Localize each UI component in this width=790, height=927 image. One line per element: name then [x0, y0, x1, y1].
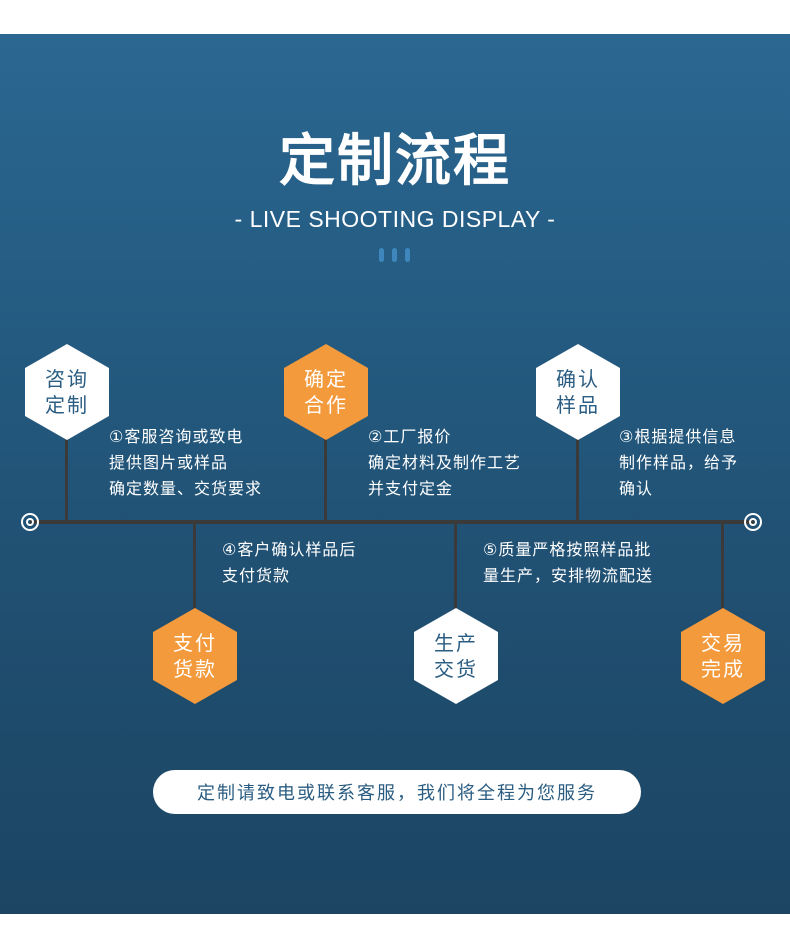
step-hex-label: 合作: [304, 393, 348, 417]
step-hex-label: 样品: [556, 393, 600, 417]
step-hex-label: 生产: [434, 631, 478, 655]
description-line: ⑤质量严格按照样品批: [483, 540, 652, 559]
step-hex-label: 交货: [434, 657, 478, 681]
connector-step-5: [454, 522, 457, 612]
timeline-end-icon: [744, 513, 762, 531]
description-line: ③根据提供信息: [619, 427, 737, 446]
step-1-description: ①客服咨询或致电 提供图片或样品 确定数量、交货要求: [109, 424, 262, 502]
description-line: ④客户确认样品后: [222, 540, 357, 559]
step-4-description: ④客户确认样品后 支付货款: [222, 537, 356, 589]
page-subtitle: - LIVE SHOOTING DISPLAY -: [234, 206, 556, 232]
connector-step-2: [324, 424, 327, 522]
dot: [392, 248, 397, 262]
process-panel: 定制流程 - LIVE SHOOTING DISPLAY - 咨询 定制 确定 …: [0, 34, 790, 914]
description-line: ①客服咨询或致电: [109, 427, 244, 446]
step-hex-label: 货款: [173, 657, 217, 681]
step-3-description: ③根据提供信息 制作样品，给予 确认: [619, 424, 738, 502]
description-line: 确定数量、交货要求: [109, 479, 263, 498]
step-5-description: ⑤质量严格按照样品批 量生产，安排物流配送: [483, 537, 653, 589]
step-hex-label: 完成: [701, 657, 745, 681]
description-line: 确认: [619, 479, 654, 498]
connector-step-4: [193, 522, 196, 612]
step-hex-label: 确认: [556, 367, 600, 391]
step-hex-label: 支付: [173, 631, 217, 655]
step-hex-label: 交易: [701, 631, 745, 655]
step-hex-confirm-cooperation: 确定 合作: [284, 344, 368, 440]
step-hex-label: 确定: [304, 367, 348, 391]
contact-banner: 定制请致电或联系客服，我们将全程为您服务: [153, 770, 641, 814]
step-hex-deal-complete: 交易 完成: [681, 608, 765, 704]
step-hex-label: 定制: [45, 393, 89, 417]
timeline-line: [30, 520, 754, 524]
step-2-description: ②工厂报价 确定材料及制作工艺 并支付定金: [368, 424, 521, 502]
connector-step-3: [576, 424, 579, 522]
step-hex-produce-deliver: 生产 交货: [414, 608, 498, 704]
description-line: ②工厂报价: [368, 427, 452, 446]
step-hex-confirm-sample: 确认 样品: [536, 344, 620, 440]
page-title: 定制流程: [279, 129, 511, 194]
description-line: 提供图片或样品: [109, 453, 229, 472]
connector-step-1: [65, 424, 68, 522]
description-line: 并支付定金: [368, 479, 454, 498]
decorative-dots: [379, 248, 413, 264]
connector-step-6: [721, 522, 724, 612]
description-line: 确定材料及制作工艺: [368, 453, 522, 472]
step-hex-consult: 咨询 定制: [25, 344, 109, 440]
step-hex-pay: 支付 货款: [153, 608, 237, 704]
description-line: 量生产，安排物流配送: [483, 566, 654, 585]
dot: [405, 248, 410, 262]
step-hex-label: 咨询: [45, 367, 89, 391]
description-line: 制作样品，给予: [619, 453, 739, 472]
timeline-start-icon: [21, 513, 39, 531]
dot: [379, 248, 384, 262]
description-line: 支付货款: [222, 566, 291, 585]
